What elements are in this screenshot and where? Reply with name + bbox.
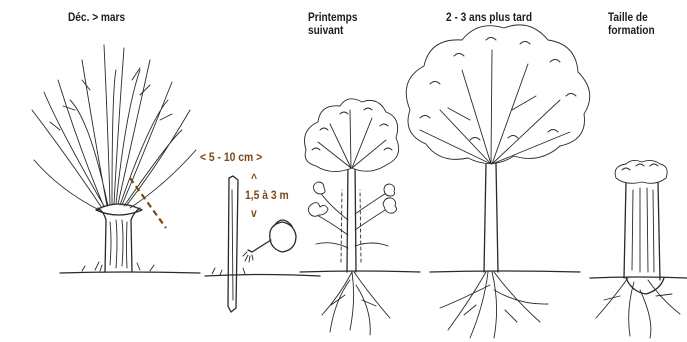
stage-4-mature-tree bbox=[406, 25, 590, 338]
stage-2-stake-planting bbox=[205, 176, 320, 312]
stage-1-pollarded-tree bbox=[32, 45, 200, 273]
watering-can-icon bbox=[243, 220, 296, 262]
stage-3-spring-growth bbox=[300, 99, 420, 335]
stage-5-formative-pruning bbox=[590, 160, 687, 338]
